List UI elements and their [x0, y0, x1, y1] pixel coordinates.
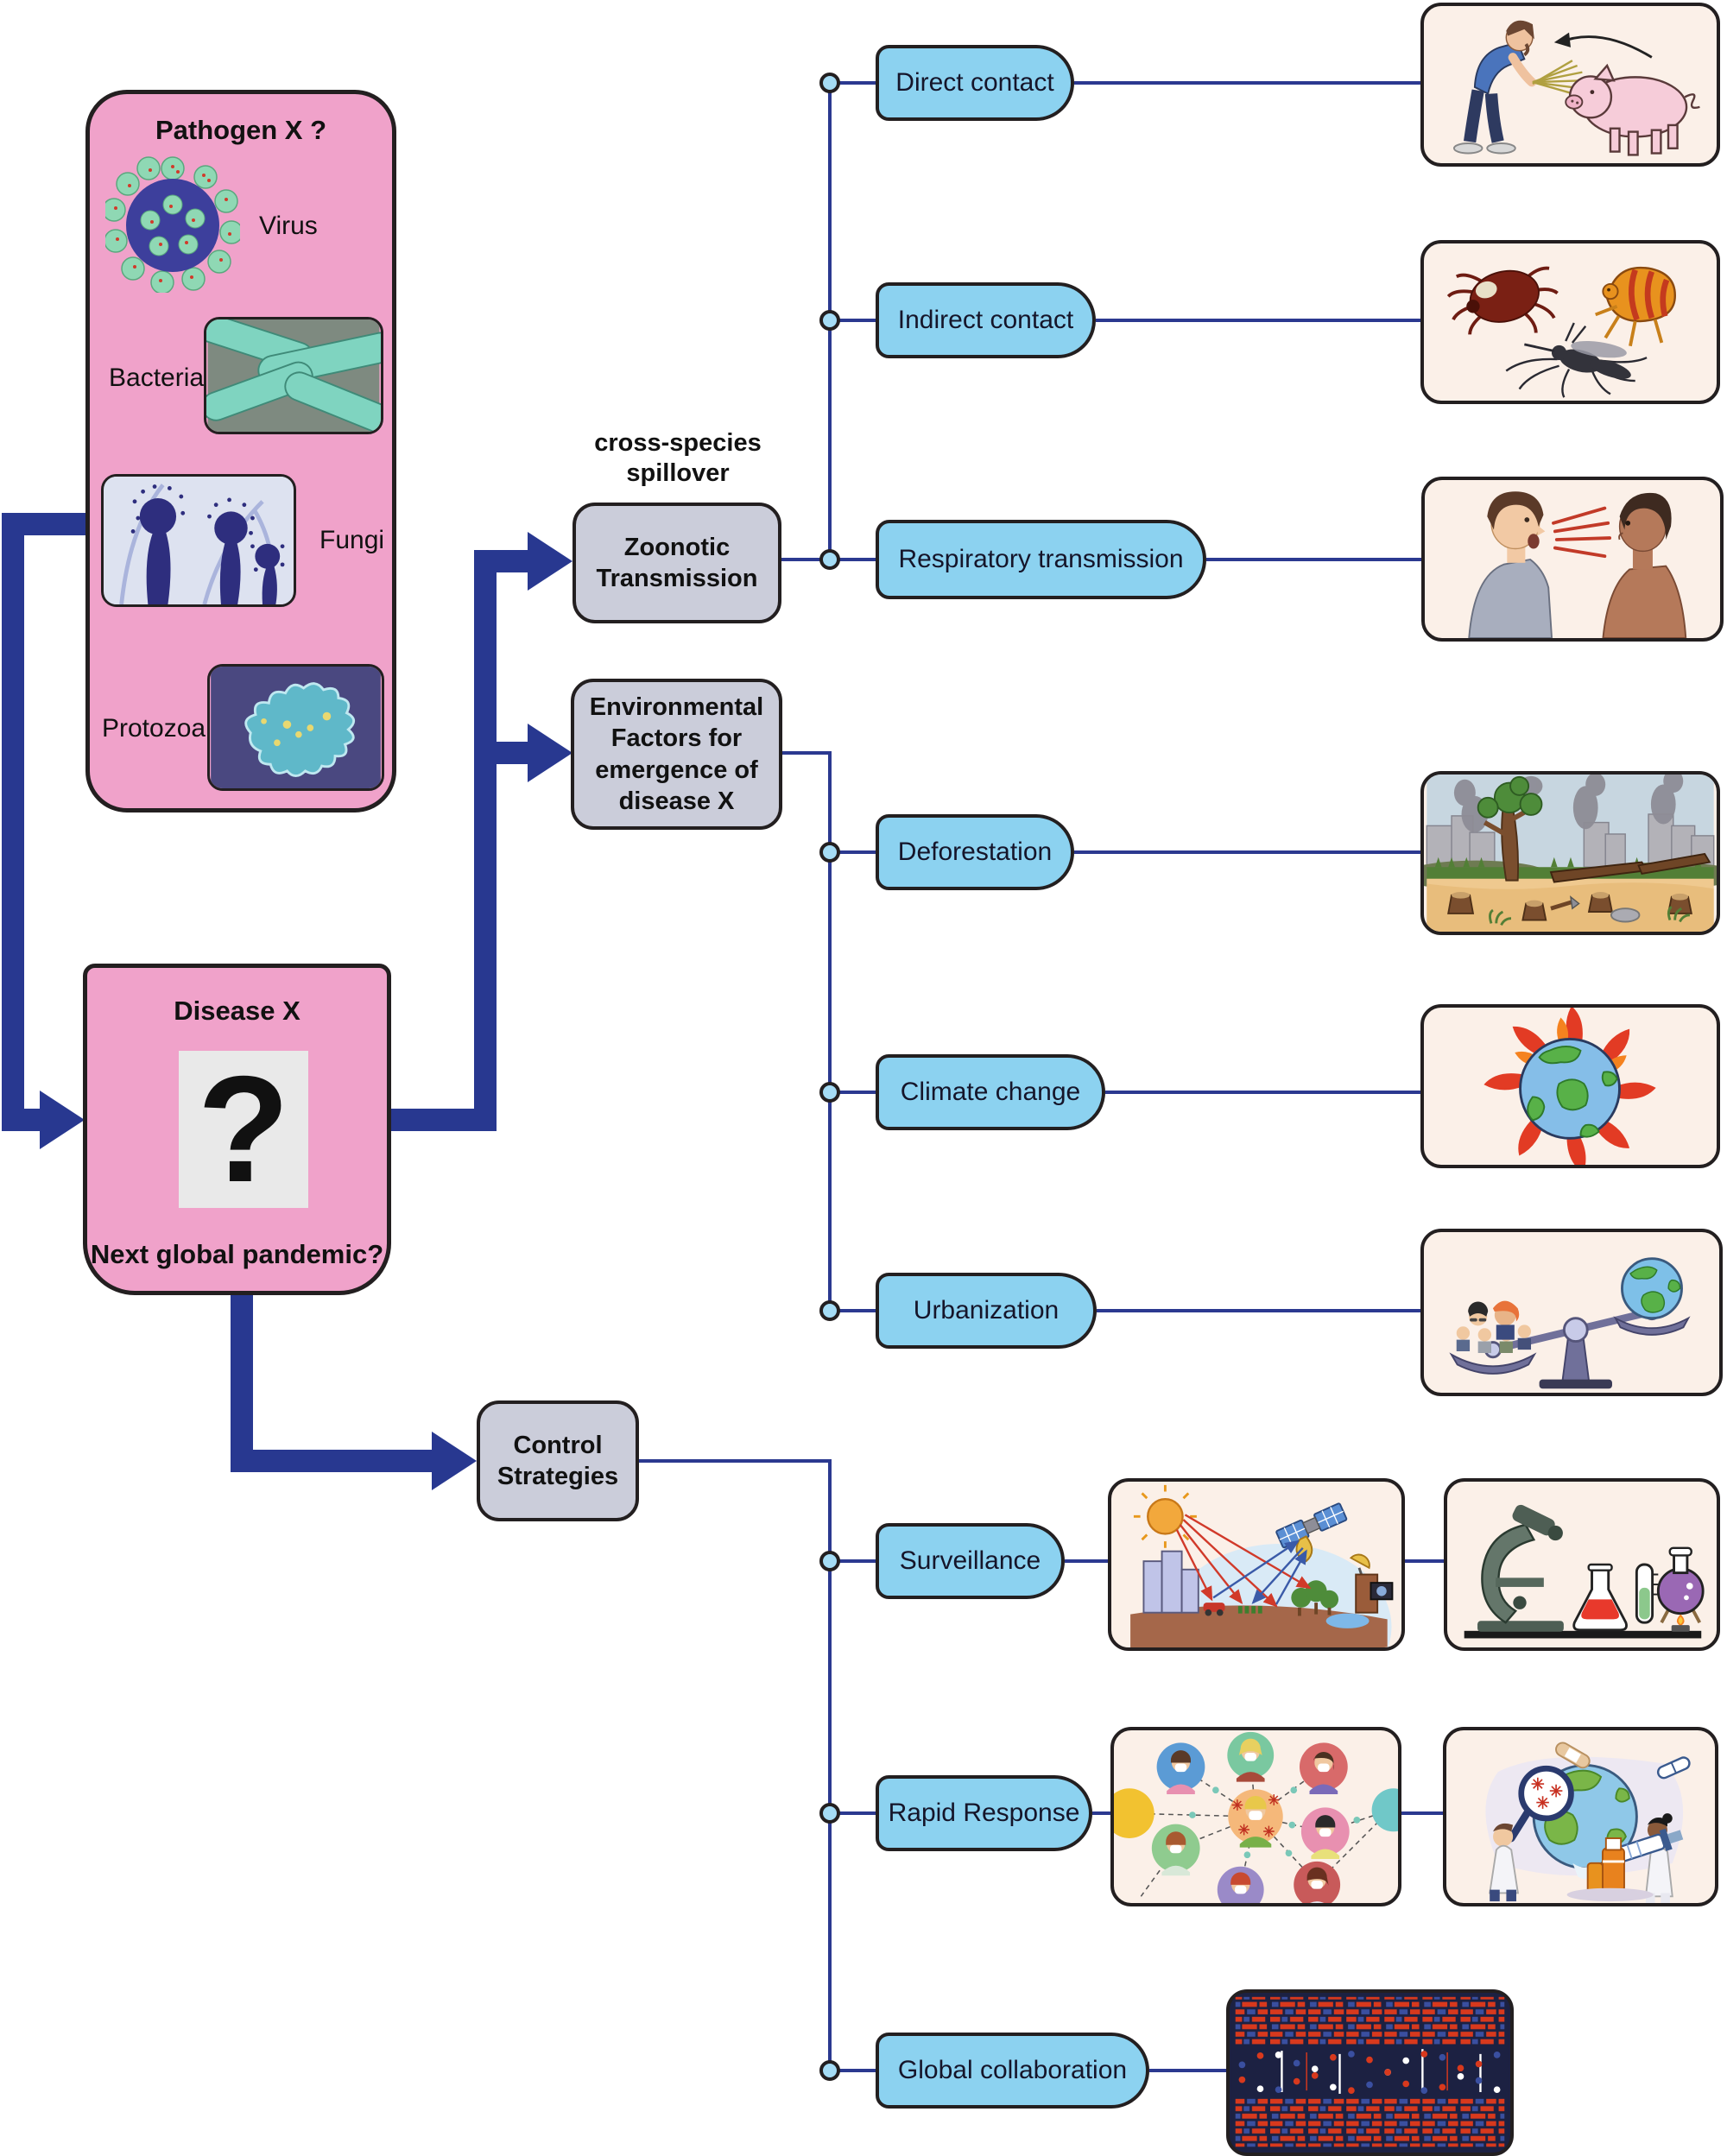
people-vs-globe-balance-scale-illustration	[1420, 1229, 1723, 1396]
svg-text:✳: ✳	[1263, 1824, 1275, 1840]
line-direct-to-image	[1074, 81, 1420, 85]
global-vaccination-scientists-illustration: ✳✳✳	[1443, 1727, 1718, 1906]
virus-icon	[102, 156, 244, 294]
node-direct-contact	[819, 73, 840, 93]
disease-box-subtitle: Next global pandemic?	[90, 1239, 384, 1269]
node-global	[819, 2060, 840, 2081]
stub-climate	[830, 1091, 876, 1094]
hub-zoonotic-transmission: Zoonotic Transmission	[573, 503, 781, 623]
node-deforestation	[819, 842, 840, 863]
pathogen-box-title: Pathogen X ?	[155, 115, 327, 145]
line-indirect-to-image	[1096, 319, 1420, 322]
line-surveillance-image1-to-image2	[1405, 1559, 1444, 1563]
branch-deforestation: Deforestation	[876, 814, 1074, 890]
laboratory-microscope-flasks-illustration	[1444, 1478, 1720, 1651]
line-rapid-to-image1	[1092, 1811, 1110, 1815]
environmental-arrow-shaft	[493, 742, 529, 764]
fungi-icon	[101, 474, 296, 607]
node-indirect-contact	[819, 310, 840, 331]
protozoa-label: Protozoa	[102, 714, 206, 743]
pathogen-x-box: Pathogen X ?	[85, 90, 396, 812]
disease-to-control-vertical	[231, 1293, 253, 1472]
branch-respiratory-transmission: Respiratory transmission	[876, 520, 1206, 599]
hub-control-strategies: Control Strategies	[477, 1400, 639, 1521]
bacteria-icon	[204, 317, 383, 434]
stub-urbanization	[830, 1309, 876, 1312]
line-deforestation-to-image	[1074, 850, 1420, 854]
stub-direct	[830, 81, 876, 85]
cleared-forest-stumps-illustration	[1420, 771, 1720, 935]
loop-arrow-bottom-segment	[2, 1109, 47, 1131]
svg-text:✳: ✳	[1531, 1776, 1545, 1794]
svg-text:✳: ✳	[1549, 1783, 1563, 1801]
question-mark-icon: ?	[179, 1046, 308, 1214]
branch-indirect-contact: Indirect contact	[876, 282, 1096, 358]
line-urbanization-to-image	[1097, 1309, 1420, 1312]
farmer-feeding-pig-illustration	[1420, 3, 1720, 167]
contact-tracing-network-illustration: ✳ ✳ ✳ ✳	[1110, 1727, 1401, 1906]
branch-climate-change: Climate change	[876, 1054, 1105, 1130]
line-respiratory-to-image	[1206, 558, 1421, 561]
branch-urbanization: Urbanization	[876, 1273, 1097, 1349]
svg-text:✳: ✳	[1536, 1794, 1550, 1812]
branch-surveillance: Surveillance	[876, 1523, 1065, 1599]
stub-respiratory	[830, 558, 876, 561]
control-box-to-spine	[639, 1459, 832, 1463]
node-surveillance	[819, 1551, 840, 1571]
node-urbanization	[819, 1300, 840, 1321]
node-climate	[819, 1082, 840, 1103]
tick-flea-mosquito-vectors-illustration	[1420, 240, 1720, 404]
arrowhead-into-disease-x	[40, 1091, 85, 1149]
line-surveillance-to-image1	[1065, 1559, 1108, 1563]
disease-to-control-horizontal	[231, 1450, 433, 1472]
stub-global	[830, 2069, 876, 2072]
control-branch-spine	[828, 1459, 832, 2072]
line-rapid-image1-to-image2	[1401, 1811, 1443, 1815]
stub-indirect	[830, 319, 876, 322]
disease-to-hubs-vertical	[474, 550, 497, 1131]
line-global-to-image	[1149, 2069, 1226, 2072]
bacteria-label: Bacteria	[109, 364, 205, 392]
zoonotic-box-to-spine	[781, 558, 830, 561]
loop-arrow-vertical-segment	[2, 513, 24, 1131]
virus-label: Virus	[259, 212, 318, 240]
svg-text:✳: ✳	[1238, 1823, 1250, 1838]
node-rapid	[819, 1803, 840, 1824]
person-coughing-on-person-illustration	[1421, 477, 1724, 642]
branch-direct-contact: Direct contact	[876, 45, 1074, 121]
protozoa-icon	[207, 664, 384, 791]
svg-text:✳: ✳	[1268, 1793, 1280, 1809]
stub-surveillance	[830, 1559, 876, 1563]
environmental-box-to-spine	[782, 751, 832, 755]
stub-deforestation	[830, 850, 876, 854]
line-climate-to-image	[1105, 1091, 1420, 1094]
hub-environmental-factors: Environmental Factors for emergence of d…	[571, 679, 782, 830]
remote-sensing-satellite-illustration	[1108, 1478, 1405, 1651]
spillover-caption: cross-species spillover	[594, 429, 762, 487]
zoonotic-arrow-shaft	[493, 550, 529, 572]
arrowhead-into-zoonotic	[528, 532, 573, 591]
environmental-branch-spine	[828, 751, 832, 1312]
branch-rapid-response: Rapid Response	[876, 1775, 1092, 1851]
burning-earth-illustration	[1420, 1004, 1720, 1168]
genomic-sequence-data-illustration	[1226, 1989, 1514, 2156]
stub-rapid	[830, 1811, 876, 1815]
disease-box-title: Disease X	[174, 996, 300, 1026]
arrowhead-into-environmental	[528, 724, 573, 782]
fungi-label: Fungi	[319, 526, 385, 554]
arrowhead-into-control	[432, 1432, 477, 1490]
disease-x-box: Disease X ? Next global pandemic?	[83, 964, 391, 1295]
node-respiratory	[819, 549, 840, 570]
branch-global-collaboration: Global collaboration	[876, 2033, 1149, 2109]
svg-text:✳: ✳	[1231, 1798, 1243, 1813]
